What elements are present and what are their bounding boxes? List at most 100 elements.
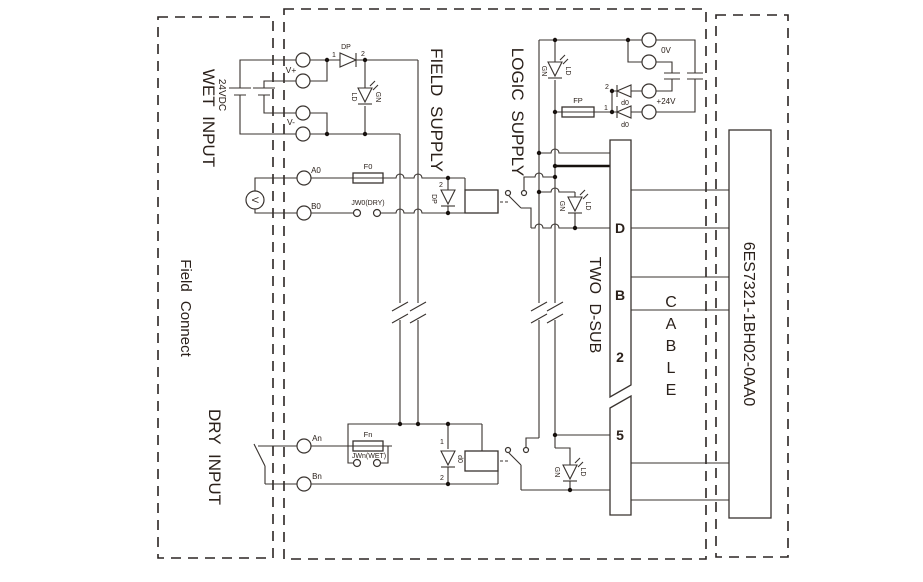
dp-pin1-label: 1 <box>332 52 336 59</box>
dsub-connector: D B 2 5 <box>609 139 632 516</box>
plus-24v-label: +24V <box>657 97 677 106</box>
channel0-circuit: V A0 B0 F0 JW0(DRY) DP 2 <box>245 162 610 229</box>
terminal-24v-1 <box>641 83 657 99</box>
opto-n-pin2-label: 2 <box>440 475 444 482</box>
junction-dot <box>362 57 368 63</box>
terminal-a0 <box>296 170 312 186</box>
bn-wire <box>311 471 499 485</box>
zero-v-jumper <box>627 40 642 63</box>
terminal-bn <box>296 476 312 492</box>
junction-dot <box>609 88 615 94</box>
an-label: An <box>312 434 322 443</box>
dsub-pin-d: D <box>615 220 625 236</box>
opto-n-diode <box>440 450 456 467</box>
fuse-f0-label: F0 <box>364 162 373 171</box>
led3-ld-label: LD <box>564 67 571 76</box>
terminal-v-plus-1 <box>295 52 311 68</box>
terminal-0v-2 <box>641 54 657 70</box>
junction-dot <box>536 189 542 195</box>
d0-lower-label: d0 <box>621 122 629 129</box>
dsub-body-upper <box>609 139 632 399</box>
junction-dot <box>552 174 558 180</box>
logic-rails <box>525 40 610 465</box>
b0-label: B0 <box>311 202 321 211</box>
fuse-fn-label: Fn <box>364 430 373 439</box>
opto0-dp-label: DP <box>430 194 437 204</box>
junction-dot <box>625 37 631 43</box>
dsub-pin-b: B <box>615 287 625 303</box>
logic-supply-led <box>547 61 563 78</box>
cable-letter-e: E <box>666 382 677 399</box>
junction-dot <box>397 421 403 427</box>
terminal-v-minus-2 <box>295 126 311 142</box>
led3-gn-label: GN <box>540 66 547 77</box>
a0-label: A0 <box>311 166 321 175</box>
b0-wire-right <box>381 190 499 214</box>
led1-gn-label: GN <box>374 92 381 103</box>
opto0-diode <box>440 189 456 206</box>
led2-arrows <box>579 189 589 200</box>
v-minus-label: V- <box>287 117 295 127</box>
junction-dot <box>445 175 451 181</box>
field-rail-break-marks <box>391 301 427 324</box>
logic-supply-circuit: 0V GN LD FP d0 d0 2 1 +24V <box>539 32 703 129</box>
channel-n-top-loop <box>347 423 483 451</box>
module-code-label: 6ES7321-1BH02-0AA0 <box>740 242 757 407</box>
jwn-jumper-post-2 <box>372 458 382 468</box>
opto-n-d0-label: d0 <box>456 455 463 463</box>
junction-dot <box>445 210 451 216</box>
cable-letter-a: A <box>666 316 677 333</box>
dsub-pin-2: 2 <box>616 349 624 365</box>
jwn-jumper-label: JWn(WET) <box>352 453 386 460</box>
jw0-jumper-post-2 <box>372 208 382 218</box>
voltage-source-label: V <box>250 197 260 203</box>
junction-dot <box>415 421 421 427</box>
opto-n-body <box>464 450 499 472</box>
terminal-v-minus-1 <box>295 105 311 121</box>
logic-supply-label: LOGIC SUPPLY <box>508 48 527 176</box>
field-connect-label: Field Connect <box>177 259 194 357</box>
module-box <box>728 129 772 519</box>
sw0-contact-right <box>520 189 528 197</box>
d0-pin2-label: 2 <box>605 84 609 91</box>
junction-dots <box>324 37 631 493</box>
swn-contact-left <box>504 446 512 454</box>
dry-input-label: DRY INPUT <box>205 409 224 505</box>
led1-ld-label: LD <box>350 93 357 102</box>
junction-dot <box>445 481 451 487</box>
opto0-body <box>464 189 499 214</box>
terminal-jumpers <box>310 60 328 134</box>
cap2-plates <box>687 72 703 80</box>
cap1-wires <box>656 61 673 92</box>
fuse-fp-label: FP <box>573 96 583 105</box>
junction-dot <box>552 109 558 115</box>
cap1-plates <box>664 72 680 80</box>
v-plus-label: V+ <box>286 65 297 75</box>
led1-arrows <box>369 80 379 91</box>
bn-label: Bn <box>312 472 322 481</box>
opto0-pin2-label: 2 <box>439 182 443 189</box>
field-supply-label: FIELD SUPPLY <box>427 48 446 172</box>
junction-dot <box>324 131 330 137</box>
terminal-24v-2 <box>641 104 657 120</box>
cable-rows <box>631 189 729 501</box>
swn-contact-right <box>522 446 530 454</box>
d0-diode-lower <box>615 105 632 119</box>
junction-dot <box>552 163 558 169</box>
junction-dot <box>536 150 542 156</box>
sw0-blade <box>508 195 532 228</box>
d0-upper-label: d0 <box>621 100 629 107</box>
field-supply-led <box>357 87 373 104</box>
two-d-sub-label: TWO D-SUB <box>586 257 603 354</box>
dsub-supply-row-thin <box>539 148 610 154</box>
swn-blade-and-row <box>508 452 610 491</box>
cable-wires <box>631 189 729 501</box>
cable-letter-b: B <box>666 338 677 355</box>
zero-v-label: 0V <box>661 46 671 55</box>
d0-diode-wires <box>611 90 642 113</box>
led3-arrows <box>559 54 569 65</box>
junction-dot <box>445 421 451 427</box>
dp-diode <box>339 52 358 68</box>
